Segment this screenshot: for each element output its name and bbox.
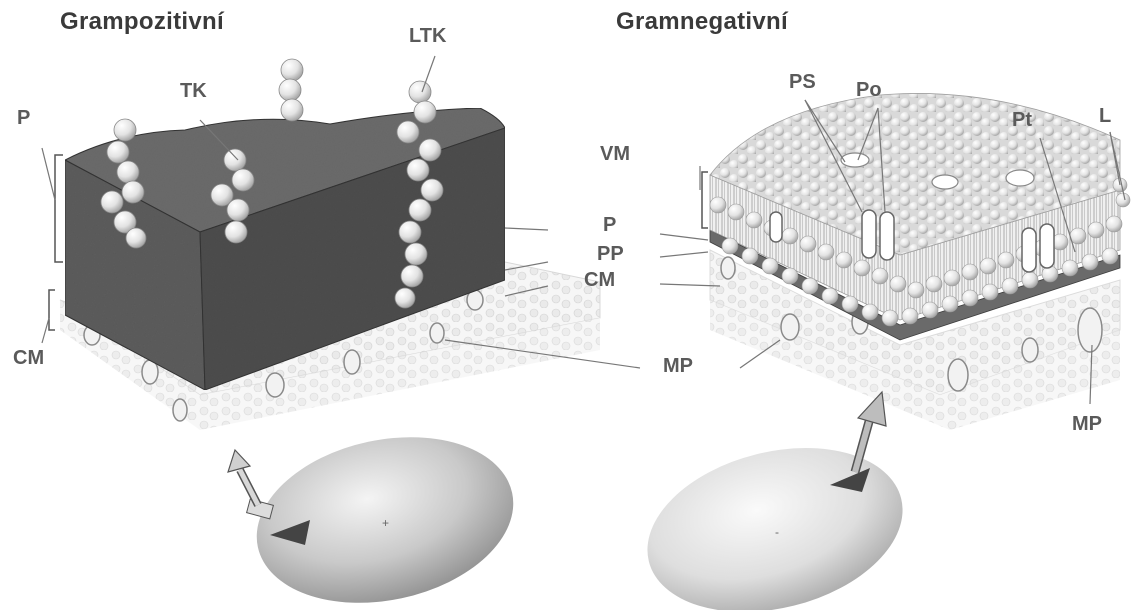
gram-positive-panel: + — [49, 59, 600, 610]
svg-text:+: + — [382, 516, 389, 530]
teichoic-acid-chain-3 — [279, 59, 303, 121]
svg-text:-: - — [775, 525, 779, 539]
label-mp-right: MP — [1072, 414, 1102, 434]
label-cm-center: CM — [584, 270, 615, 290]
gram-negative-panel: - — [630, 93, 1130, 610]
label-l: L — [1099, 106, 1111, 126]
gram-negative-cell — [630, 423, 920, 610]
label-ltk: LTK — [409, 26, 446, 46]
label-ps: PS — [789, 72, 816, 92]
label-pt: Pt — [1012, 110, 1032, 130]
bracket-cm-left — [49, 290, 55, 330]
bracket-vm — [702, 172, 708, 228]
label-vm: VM — [600, 144, 630, 164]
label-p-center: P — [603, 215, 616, 235]
title-gram-positive: Grampozitivní — [60, 8, 224, 36]
label-mp-center: MP — [663, 356, 693, 376]
label-cm-left: CM — [13, 348, 44, 368]
label-tk: TK — [180, 81, 207, 101]
label-p-left: P — [17, 108, 30, 128]
title-gram-negative: Gramnegativní — [616, 8, 788, 36]
bracket-p-left — [55, 155, 63, 262]
label-pp-center: PP — [597, 244, 624, 264]
label-po: Po — [856, 80, 882, 100]
gram-positive-cell — [241, 415, 529, 610]
